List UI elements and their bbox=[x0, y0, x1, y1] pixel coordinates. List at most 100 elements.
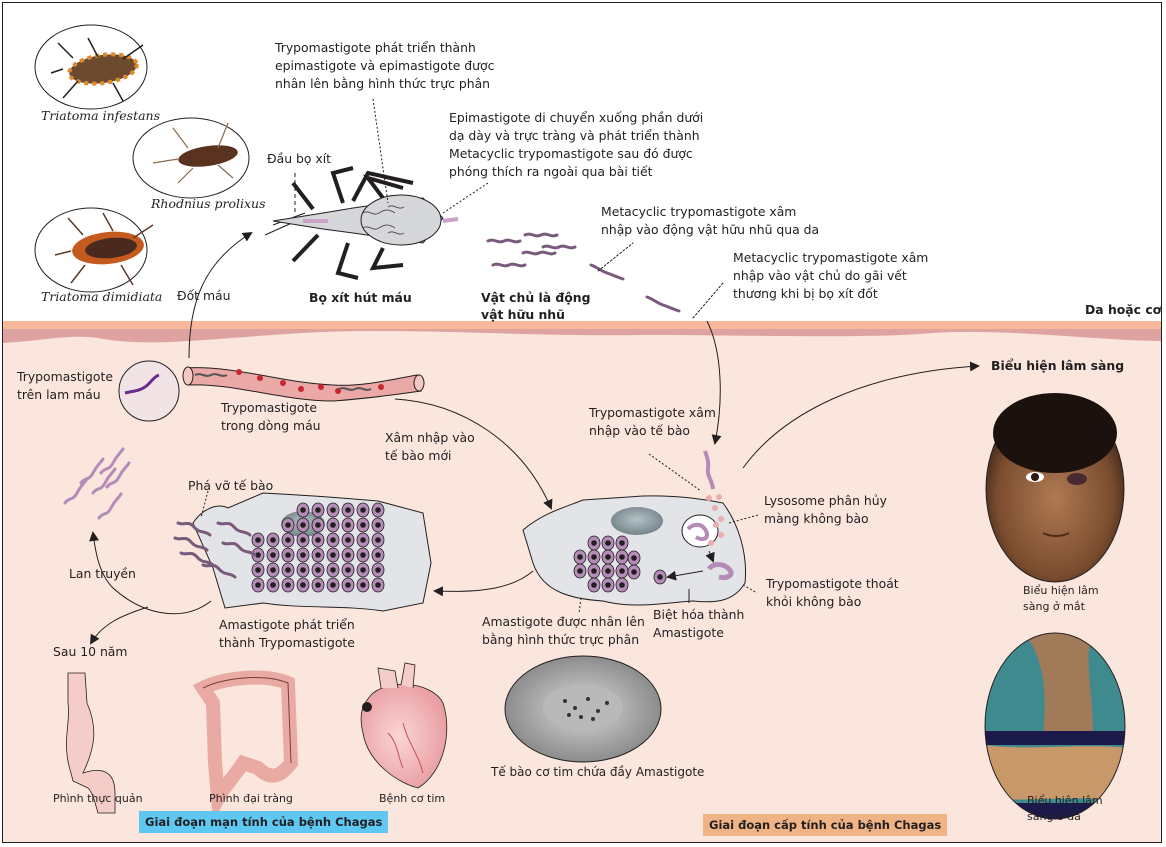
vector-photo-triatoma-infestans bbox=[34, 24, 148, 110]
label-blood-sucking-bug: Bọ xít hút máu bbox=[309, 290, 412, 305]
label-line: Trypomastigote bbox=[17, 369, 113, 384]
label-line: Lysosome phân hủy bbox=[764, 493, 887, 508]
amastigote-nucleus bbox=[300, 522, 306, 528]
amastigote-nucleus bbox=[330, 537, 336, 543]
acute-phase-label: Giai đoạn cấp tính của bệnh Chagas bbox=[703, 814, 948, 836]
note-line: epimastigote và epimastigote được bbox=[275, 58, 495, 73]
label-after-10-years: Sau 10 năm bbox=[53, 644, 128, 659]
caption-eye-manifestation: Biểu hiện lâm sàng ở mắt bbox=[1023, 583, 1099, 615]
amastigote-nucleus bbox=[360, 567, 366, 573]
metacyclic-trypomastigotes bbox=[486, 232, 724, 319]
label-line: vật hữu nhũ bbox=[481, 307, 565, 322]
label-line: Trypomastigote bbox=[221, 400, 317, 415]
clinical-heading: Biểu hiện lâm sàng bbox=[991, 358, 1125, 373]
species-label-triatoma-dimidiata: Triatoma dimidiata bbox=[41, 289, 163, 304]
amastigote-nucleus bbox=[360, 537, 366, 543]
amastigote-nucleus bbox=[315, 582, 321, 588]
clinical-photo-eye bbox=[985, 393, 1125, 583]
amastigote-nucleus bbox=[315, 552, 321, 558]
amastigote-nucleus bbox=[300, 582, 306, 588]
label-line: Amastigote được nhân lên bbox=[482, 614, 645, 629]
label-mammalian-host: Vật chủ là động vật hữu nhũ bbox=[481, 289, 590, 323]
amastigote-nucleus bbox=[360, 552, 366, 558]
amastigote-nucleus bbox=[300, 567, 306, 573]
amastigote-nucleus bbox=[315, 522, 321, 528]
label-line: Trypomastigote xâm bbox=[589, 405, 716, 420]
label-lysosome: Lysosome phân hủy màng không bào bbox=[764, 492, 887, 528]
note-line: Trypomastigote phát triển thành bbox=[275, 40, 476, 55]
amastigote-nucleus bbox=[375, 582, 381, 588]
note-line: nhân lên bằng hình thức trực phân bbox=[275, 76, 491, 91]
label-line: tế bào mới bbox=[385, 448, 452, 463]
label-line: Biệt hóa thành bbox=[653, 607, 745, 622]
label-blood-smear: Trypomastigote trên lam máu bbox=[17, 368, 113, 404]
label-line: trong dòng máu bbox=[221, 418, 321, 433]
note-metacyclic-skin-entry: Metacyclic trypomastigote xâm nhập vào đ… bbox=[601, 203, 819, 239]
note-line: thương khi bị bọ xít đốt bbox=[733, 286, 878, 301]
label-cell-rupture: Phá vỡ tế bào bbox=[188, 478, 274, 493]
label-bug-head: Đầu bọ xít bbox=[267, 151, 332, 166]
amastigote-nucleus bbox=[375, 507, 381, 513]
amastigote-nucleus bbox=[360, 507, 366, 513]
amastigote-nucleus bbox=[345, 552, 351, 558]
caption-line: Biểu hiện lâm bbox=[1027, 794, 1103, 807]
caption-line: sàng ở da bbox=[1027, 810, 1081, 823]
blood-smear-photo bbox=[118, 360, 180, 422]
amastigote-nucleus bbox=[375, 567, 381, 573]
amastigote-nucleus bbox=[330, 522, 336, 528]
label-line: nhập vào tế bào bbox=[589, 423, 691, 438]
cycle-arrows bbox=[89, 231, 980, 645]
note-line: nhập vào động vật hữu nhũ qua da bbox=[601, 222, 820, 237]
label-spread: Lan truyền bbox=[69, 566, 136, 581]
amastigote-nucleus bbox=[345, 582, 351, 588]
amastigote-nucleus bbox=[270, 537, 276, 543]
caption-esophagus: Phình thực quản bbox=[53, 792, 143, 805]
note-line: phóng thích ra ngoài qua bài tiết bbox=[449, 164, 653, 179]
amastigote-nucleus bbox=[657, 574, 663, 580]
label-trypo-invades-cell: Trypomastigote xâm nhập vào tế bào bbox=[589, 404, 716, 440]
amastigote-nucleus bbox=[345, 507, 351, 513]
skin-layers bbox=[3, 321, 1161, 343]
note-line: dạ dày và trực tràng và phát triển thành bbox=[449, 128, 700, 143]
amastigote-nucleus bbox=[270, 567, 276, 573]
amastigote-nucleus bbox=[360, 582, 366, 588]
amastigote-nucleus bbox=[605, 582, 611, 588]
amastigote-nucleus bbox=[330, 552, 336, 558]
amastigote-nucleus bbox=[605, 554, 611, 560]
organ-esophagus-illustration bbox=[66, 672, 116, 814]
ruptured-host-cell bbox=[173, 490, 432, 612]
amastigote-nucleus bbox=[631, 555, 637, 561]
amastigote-nucleus bbox=[330, 567, 336, 573]
amastigote-nucleus bbox=[631, 569, 637, 575]
label-line: màng không bào bbox=[764, 511, 869, 526]
amastigote-nucleus bbox=[577, 568, 583, 574]
amastigote-nucleus bbox=[285, 522, 291, 528]
label-line: trên lam máu bbox=[17, 387, 101, 402]
reduviid-bug-illustration bbox=[264, 98, 489, 280]
amastigote-nucleus bbox=[315, 567, 321, 573]
myocardium-photo bbox=[504, 655, 662, 763]
diagram-artwork bbox=[3, 24, 1161, 824]
amastigote-nucleus bbox=[255, 567, 261, 573]
caption-myocardium-cell: Tế bào cơ tim chứa đầy Amastigote bbox=[491, 765, 705, 779]
amastigote-nucleus bbox=[619, 554, 625, 560]
amastigote-nucleus bbox=[330, 507, 336, 513]
label-line: Vật chủ là động bbox=[481, 290, 591, 305]
blood-vessel bbox=[182, 366, 425, 402]
note-epimastigote-migration: Epimastigote di chuyển xuống phần dưới d… bbox=[449, 109, 703, 181]
amastigote-nucleus bbox=[255, 537, 261, 543]
amastigote-nucleus bbox=[591, 540, 597, 546]
caption-heart: Bệnh cơ tim bbox=[379, 792, 446, 805]
species-label-rhodnius-prolixus: Rhodnius prolixus bbox=[151, 196, 266, 211]
amastigote-nucleus bbox=[591, 554, 597, 560]
note-line: Metacyclic trypomastigote sau đó được bbox=[449, 146, 693, 161]
caption-colon: Phình đại tràng bbox=[209, 792, 293, 805]
amastigote-nucleus bbox=[345, 537, 351, 543]
note-line: nhập vào vật chủ do gãi vết bbox=[733, 268, 907, 283]
chronic-phase-label: Giai đoạn mạn tính của bệnh Chagas bbox=[139, 811, 389, 833]
amastigote-nucleus bbox=[315, 537, 321, 543]
amastigote-nucleus bbox=[345, 567, 351, 573]
amastigote-nucleus bbox=[330, 582, 336, 588]
organ-colon-illustration bbox=[192, 670, 299, 824]
vector-photo-rhodnius-prolixus bbox=[132, 117, 250, 199]
